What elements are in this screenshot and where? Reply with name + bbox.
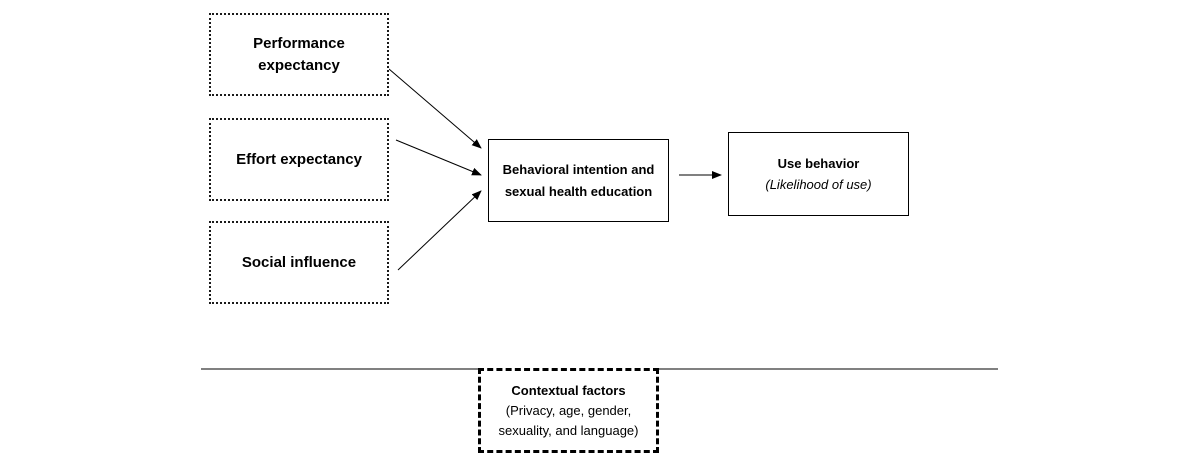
social-influence-label: Social influence <box>241 253 357 271</box>
effort-expectancy-box: Effort expectancy <box>209 118 389 201</box>
use-behavior-subtitle: (Likelihood of use) <box>765 177 872 192</box>
behavioral-intention-line2: sexual health education <box>504 183 653 199</box>
arrow-social-to-intention <box>397 190 482 271</box>
contextual-factors-box: Contextual factors (Privacy, age, gender… <box>478 368 659 453</box>
contextual-factors-line2: sexuality, and language) <box>498 422 639 438</box>
contextual-factors-line1: (Privacy, age, gender, <box>505 402 632 418</box>
arrow-effort-to-intention <box>395 139 482 176</box>
social-influence-box: Social influence <box>209 221 389 304</box>
use-behavior-box: Use behavior (Likelihood of use) <box>728 132 909 216</box>
contextual-factors-title: Contextual factors <box>511 382 626 398</box>
performance-expectancy-line2: expectancy <box>258 56 340 74</box>
performance-expectancy-line1: Performance <box>253 34 345 52</box>
performance-expectancy-box: Performance expectancy <box>209 13 389 96</box>
behavioral-intention-box: Behavioral intention and sexual health e… <box>488 139 669 222</box>
effort-expectancy-label: Effort expectancy <box>236 150 362 168</box>
use-behavior-title: Use behavior <box>777 156 860 171</box>
behavioral-intention-line1: Behavioral intention and <box>502 161 655 177</box>
arrow-performance-to-intention <box>388 68 482 149</box>
